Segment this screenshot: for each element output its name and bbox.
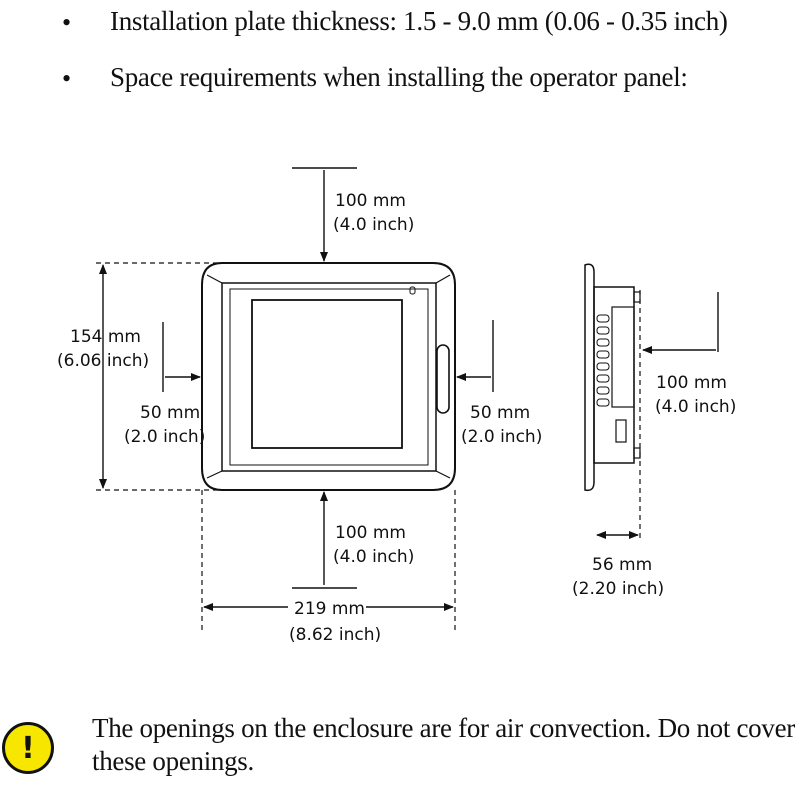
spec-plate-thickness: Installation plate thickness: 1.5 - 9.0 … [110,6,728,36]
dim-width-inch: (8.62 inch) [289,625,381,645]
dim-height-mm: 154 mm [70,327,141,347]
installation-diagram: 100 mm (4.0 inch) 154 mm (6.06 inch) 50 … [57,167,736,645]
dimension-arrows [99,167,719,611]
dim-top-inch: (4.0 inch) [333,215,414,235]
bullet-marker: • [62,64,72,93]
dim-rear-mm: 100 mm [656,373,727,393]
dim-right-inch: (2.0 inch) [461,427,542,447]
panel-side-view [584,263,641,492]
dim-width-mm: 219 mm [294,599,365,619]
bullet-marker: • [62,8,72,37]
dim-bottom-inch: (4.0 inch) [333,547,414,567]
panel-front-view [201,262,456,491]
dim-depth-inch: (2.20 inch) [572,579,664,599]
spec-space-requirements: Space requirements when installing the o… [110,62,688,92]
dim-left-mm: 50 mm [140,403,200,423]
exclamation-warning-icon: ! [2,722,54,774]
dim-height-inch: (6.06 inch) [57,351,149,371]
extension-lines [96,262,641,632]
dim-left-inch: (2.0 inch) [124,427,205,447]
dim-rear-inch: (4.0 inch) [655,397,736,417]
dim-bottom-mm: 100 mm [335,523,406,543]
dim-depth-mm: 56 mm [592,555,652,575]
warning-note: The openings on the enclosure are for ai… [92,713,795,776]
dim-right-mm: 50 mm [470,403,530,423]
dim-top-mm: 100 mm [335,191,406,211]
